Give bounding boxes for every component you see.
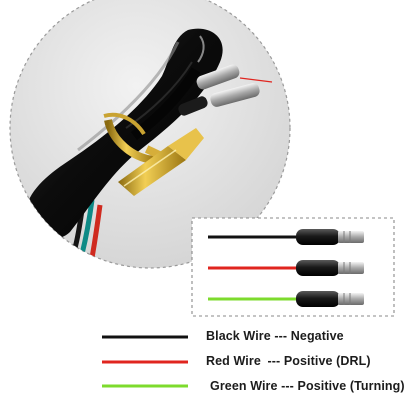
legend-separator: --- [274, 329, 288, 343]
connector-inset-panel [191, 217, 395, 317]
legend-separator: --- [281, 379, 294, 393]
legend-item-black: Black Wire --- Negative [206, 329, 344, 343]
legend-separator: --- [267, 354, 281, 368]
connector-pin-icon [118, 128, 204, 196]
legend-meaning: Positive (Turning) [297, 379, 405, 393]
legend-wire-name: Green Wire [210, 379, 278, 393]
legend-meaning: Positive (DRL) [283, 354, 371, 368]
legend-wire-name: Red Wire [206, 354, 261, 368]
wire-harness-photo [25, 28, 273, 268]
legend-swatches [102, 335, 188, 388]
red-connector [208, 260, 364, 276]
legend-wire-name: Black Wire [206, 329, 271, 343]
legend-item-red: Red Wire --- Positive (DRL) [206, 354, 371, 368]
black-connector [208, 229, 364, 245]
bullet-connector-top [178, 64, 273, 116]
legend-item-green: Green Wire --- Positive (Turning) [210, 379, 405, 393]
green-connector [208, 291, 364, 307]
legend-meaning: Negative [290, 329, 344, 343]
